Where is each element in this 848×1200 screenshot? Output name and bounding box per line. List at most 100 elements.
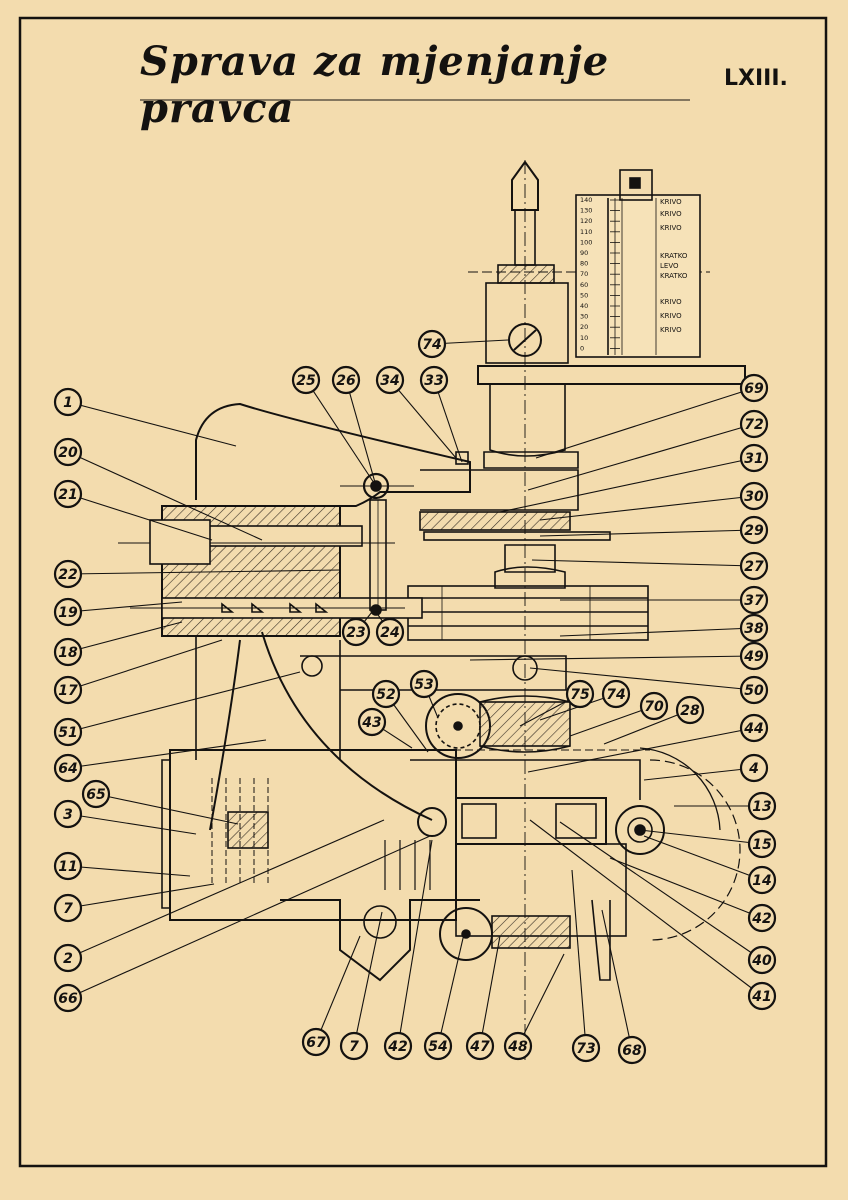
callout-circle <box>617 1035 647 1065</box>
callout-right: 15 <box>747 829 777 859</box>
leader-line <box>571 869 587 1049</box>
leader-line <box>517 953 565 1047</box>
callout-top: 25 <box>291 365 321 395</box>
callout-bottom: 42 <box>383 1031 413 1061</box>
callout-circle <box>81 779 111 809</box>
scale-number: 110 <box>580 228 592 236</box>
leader-line <box>559 627 755 637</box>
callout-number: 28 <box>680 703 700 719</box>
leader-line <box>67 819 385 959</box>
callout-number: 67 <box>306 1035 326 1051</box>
callout-right: 44 <box>739 713 769 743</box>
callout-top: 34 <box>375 365 405 395</box>
callout-number: 20 <box>58 445 78 461</box>
callout-circle <box>503 1031 533 1061</box>
callout-number: 25 <box>296 373 316 389</box>
callout-circle <box>747 903 777 933</box>
callout-circle <box>739 585 769 615</box>
callout-number: 33 <box>424 373 443 389</box>
callout-number: 73 <box>576 1041 595 1057</box>
callout-number: 34 <box>380 373 399 389</box>
callout-inner: 28 <box>675 695 705 725</box>
leader-line <box>527 727 755 773</box>
scale-label: KRATKO <box>660 272 688 280</box>
scale-number: 60 <box>580 281 588 289</box>
callout-inner: 70 <box>639 691 669 721</box>
leader-line <box>67 601 183 613</box>
callout-circle <box>53 717 83 747</box>
scale-number: 50 <box>580 291 588 299</box>
callout-circle <box>383 1031 413 1061</box>
callout-left: 19 <box>53 597 83 627</box>
callout-inner: 43 <box>357 707 387 737</box>
callout-right: 41 <box>747 981 777 1011</box>
leader-line <box>67 671 301 733</box>
callout-number: 13 <box>752 799 771 815</box>
callout-circle <box>747 829 777 859</box>
callout-circle <box>747 865 777 895</box>
callout-right: 13 <box>747 791 777 821</box>
leader-line <box>389 379 457 459</box>
scale-number: 70 <box>580 270 588 278</box>
callout-left: 65 <box>81 779 111 809</box>
callout-number: 47 <box>469 1039 490 1055</box>
callout-right: 40 <box>747 945 777 975</box>
leader-line <box>529 819 763 997</box>
callout-right: 30 <box>739 481 769 511</box>
leader-line <box>433 379 463 463</box>
callout-circle <box>375 365 405 395</box>
callout-circle <box>331 365 361 395</box>
callout-number: 66 <box>58 991 78 1007</box>
callout-number: 30 <box>744 489 764 505</box>
callout-right: 49 <box>739 641 769 671</box>
leader-line <box>643 835 763 881</box>
callout-circle <box>301 1027 331 1057</box>
callout-number: 54 <box>428 1039 447 1055</box>
callout-number: 15 <box>752 837 772 853</box>
callout-number: 29 <box>744 523 764 539</box>
callout-circle <box>739 713 769 743</box>
leader-line <box>315 935 361 1043</box>
callout-number: 49 <box>743 649 764 665</box>
scale-number: 30 <box>580 313 588 321</box>
leader-line <box>529 667 755 691</box>
callout-number: 43 <box>361 715 381 731</box>
scale-labels: KRIVOKRIVOKRIVOKRATKOLEVOKRATKOKRIVOKRIV… <box>660 198 688 334</box>
callout-number: 70 <box>644 699 664 715</box>
scale-label: KRIVO <box>660 312 682 320</box>
callout-right: 14 <box>747 865 777 895</box>
callout-left: 66 <box>53 983 83 1013</box>
callout-number: 42 <box>387 1039 407 1055</box>
callout-circle <box>341 617 371 647</box>
callout-number: 18 <box>58 645 78 661</box>
callout-bottom: 48 <box>503 1031 533 1061</box>
leader-line <box>67 621 183 653</box>
frame-border <box>18 16 828 1168</box>
callout-circle <box>739 515 769 545</box>
callout-inner: 74 <box>601 679 631 709</box>
callout-circle <box>417 329 447 359</box>
callout-circle <box>419 365 449 395</box>
scale-label: LEVO <box>660 262 679 270</box>
callout-left: 3 <box>53 799 83 829</box>
callout-number: 17 <box>58 683 78 699</box>
callout-circle <box>371 679 401 709</box>
callout-circle <box>53 943 83 973</box>
scale-number: 90 <box>580 249 588 257</box>
callout-right: 37 <box>739 585 769 615</box>
leader-line <box>67 569 341 575</box>
leader-line <box>67 739 267 769</box>
callout-number: 7 <box>349 1039 359 1055</box>
callout-circle <box>675 695 705 725</box>
callout-number: 26 <box>336 373 356 389</box>
callout-right: 31 <box>739 443 769 473</box>
scale-number: 10 <box>580 334 588 342</box>
callout-number: 4 <box>748 761 759 777</box>
drawing-title: Sprava za mjenjanje pravca <box>140 38 610 132</box>
callout-bottom: 68 <box>617 1035 647 1065</box>
callout-inner: 75 <box>565 679 595 709</box>
leader-line <box>601 909 633 1051</box>
leader-lines <box>67 339 763 1051</box>
leader-line <box>559 821 763 961</box>
callout-number: 44 <box>743 721 763 737</box>
